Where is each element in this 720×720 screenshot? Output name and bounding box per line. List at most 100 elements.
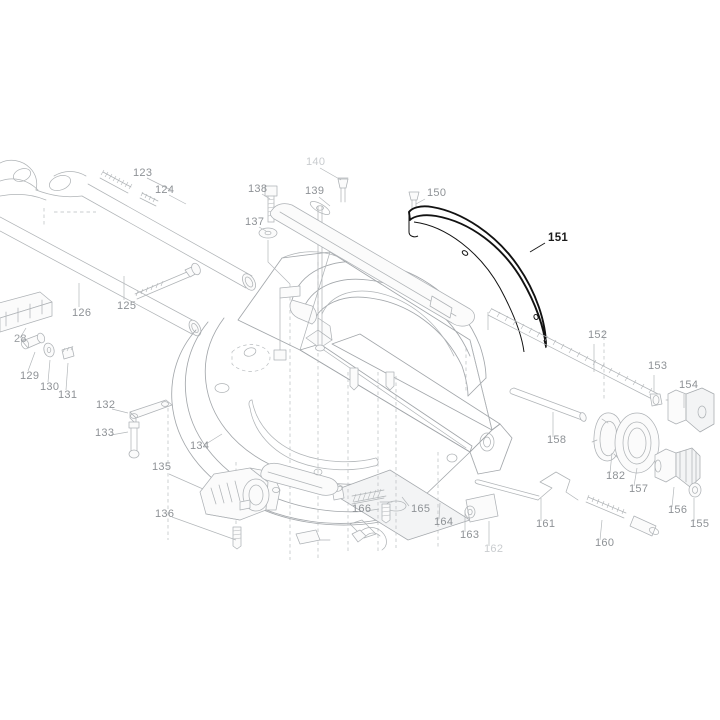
leader-line-136 xyxy=(171,516,237,541)
leader-line-132 xyxy=(111,408,129,414)
part-number-125: 125 xyxy=(117,300,136,312)
part-number-161: 161 xyxy=(536,518,555,530)
part-number-165: 165 xyxy=(411,503,430,515)
slide-rail-upper xyxy=(81,183,256,291)
part-155-washer xyxy=(688,482,702,498)
part-number-154: 154 xyxy=(679,379,698,391)
part-number-157: 157 xyxy=(629,483,648,495)
leader-line-156 xyxy=(671,486,675,508)
leader-line-160 xyxy=(599,519,603,541)
leader-line-150 xyxy=(415,198,426,205)
part-number-156: 156 xyxy=(668,504,687,516)
part-131-set-screw xyxy=(61,345,75,360)
slide-rail-lower xyxy=(0,216,202,337)
leader-line-131 xyxy=(65,362,69,391)
leader-line-139 xyxy=(318,196,331,207)
part-number-152: 152 xyxy=(588,329,607,341)
part-135-bracket xyxy=(199,467,281,521)
post xyxy=(349,367,359,391)
part-number-132: 132 xyxy=(96,399,115,411)
part-126-bolt xyxy=(134,262,201,300)
part-number-139: 139 xyxy=(305,185,324,197)
part-number-151: 151 xyxy=(548,232,568,244)
leader-line-138 xyxy=(261,193,271,200)
part-161-detent-rod xyxy=(474,471,579,501)
upper-arm-fragment xyxy=(0,159,87,201)
part-139-fence-plate xyxy=(269,201,475,327)
leader-line-140 xyxy=(319,167,342,181)
leader-line-28 xyxy=(19,327,27,339)
leader-line-130 xyxy=(47,359,51,383)
part-123-spring xyxy=(99,169,133,194)
part-number-158: 158 xyxy=(547,434,566,446)
leader-line-157 xyxy=(633,467,638,487)
leader-line-124 xyxy=(168,194,187,205)
part-number-138: 138 xyxy=(248,183,267,195)
part-163-coil-spring xyxy=(351,488,385,505)
part-number-28: 28 xyxy=(14,333,27,345)
part-number-136: 136 xyxy=(155,508,174,520)
part-number-133: 133 xyxy=(95,427,114,439)
post xyxy=(385,371,395,391)
leader-line-164 xyxy=(438,502,441,520)
part-number-129: 129 xyxy=(20,370,39,382)
part-132-link xyxy=(129,399,173,425)
part-128-holder-block xyxy=(0,291,53,333)
part-153-lock-nut xyxy=(649,393,663,407)
leader-line-134 xyxy=(205,433,223,445)
part-136-screw xyxy=(232,526,242,550)
part-number-131: 131 xyxy=(58,389,77,401)
part-140-screw xyxy=(337,177,349,203)
part-137-washer xyxy=(258,227,278,239)
part-158-pin-rod xyxy=(509,387,587,422)
pin-end xyxy=(315,344,325,352)
part-number-124: 124 xyxy=(155,184,174,196)
leader-line-166 xyxy=(365,508,380,512)
leader-line-133 xyxy=(110,431,129,436)
base-casting xyxy=(171,251,513,541)
part-number-140: 140 xyxy=(306,156,325,168)
part-129-bushing xyxy=(20,332,46,350)
part-166-screw xyxy=(379,501,393,524)
part-number-134: 134 xyxy=(190,440,209,452)
part-152-threaded-rod xyxy=(487,307,659,401)
part-number-164: 164 xyxy=(434,516,453,528)
part-163-spring xyxy=(353,495,387,503)
part-number-153: 153 xyxy=(648,360,667,372)
part-number-160: 160 xyxy=(595,537,614,549)
lower-small-parts xyxy=(295,527,387,551)
part-number-182: 182 xyxy=(606,470,625,482)
part-154-knob xyxy=(665,387,715,433)
part-number-155: 155 xyxy=(690,518,709,530)
leader-line-151 xyxy=(529,242,546,253)
part-number-137: 137 xyxy=(245,216,264,228)
part-133-bolt xyxy=(128,421,140,459)
part-number-135: 135 xyxy=(152,461,171,473)
part-number-130: 130 xyxy=(40,381,59,393)
part-number-162: 162 xyxy=(484,543,503,555)
part-number-126: 126 xyxy=(72,307,91,319)
leader-line-182 xyxy=(609,452,613,474)
part-157-disc xyxy=(614,412,660,474)
leader-line-165 xyxy=(401,496,410,507)
bracket xyxy=(279,285,301,299)
part-124-spring xyxy=(139,191,159,207)
callout-leaders xyxy=(19,167,695,546)
part-number-166: 166 xyxy=(352,503,371,515)
machine-assembly xyxy=(0,159,605,560)
part-138-bolt xyxy=(264,185,278,223)
part-151-curved-fence-highlighted xyxy=(408,205,547,353)
leader-line-123 xyxy=(146,177,172,191)
part-number-150: 150 xyxy=(427,187,446,199)
part-number-123: 123 xyxy=(133,167,152,179)
part-150-screw xyxy=(408,191,420,215)
part-number-163: 163 xyxy=(460,529,479,541)
leader-line-137 xyxy=(258,226,267,232)
leader-line-135 xyxy=(168,473,204,490)
part-162-retainer xyxy=(464,493,499,523)
part-156-splined-knob xyxy=(654,447,701,488)
part-160-spring xyxy=(585,494,660,537)
